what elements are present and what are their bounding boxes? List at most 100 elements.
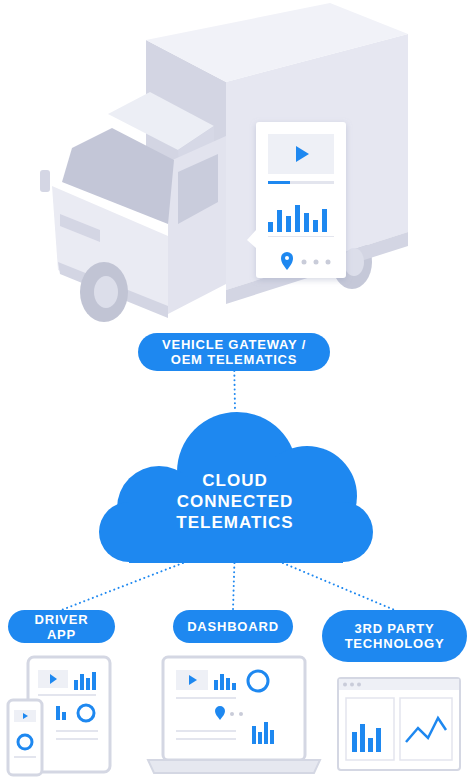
laptop-device (148, 760, 320, 773)
telemetry-card (247, 230, 256, 248)
telemetry-card (302, 260, 307, 265)
tablet-device (38, 670, 68, 688)
browser-window (338, 678, 460, 770)
dotted-connector (233, 371, 236, 408)
browser-window (350, 683, 354, 687)
browser-window (346, 698, 394, 760)
laptop-device (176, 670, 208, 690)
laptop-device (214, 680, 218, 690)
gateway-pill: VEHICLE GATEWAY / OEM TELEMATICS (138, 333, 330, 371)
telemetry-card (268, 134, 334, 174)
browser-window (357, 683, 361, 687)
telemetry-card (314, 260, 319, 265)
laptop-device (270, 730, 274, 744)
laptop-device (215, 706, 225, 720)
telemetry-card (268, 181, 290, 184)
dotted-connector (62, 563, 183, 610)
tablet-device (80, 674, 84, 690)
node-label: DRIVER APP (20, 612, 103, 642)
browser-window (338, 678, 460, 770)
third-party-pill: 3RD PARTY TECHNOLOGY (322, 610, 467, 662)
truck-body (40, 3, 408, 322)
pill-text-box: 3RD PARTY TECHNOLOGY (334, 621, 455, 651)
tablet-device (56, 738, 98, 740)
node-label: CLOUD CONNECTED TELEMATICS (160, 470, 310, 533)
pill-text-box: VEHICLE GATEWAY / OEM TELEMATICS (150, 337, 318, 367)
browser-window (339, 679, 459, 690)
cloud-shape: CLOUD CONNECTED TELEMATICS (97, 408, 373, 563)
pill-text-box: DRIVER APP (20, 612, 103, 642)
laptop-device (148, 657, 320, 773)
telemetry-card (268, 236, 334, 237)
tablet-device (50, 674, 57, 684)
phone-device (8, 700, 42, 775)
laptop-device (176, 697, 236, 699)
laptop-device (163, 657, 305, 760)
laptop-device (239, 712, 243, 716)
node-label: 3RD PARTY TECHNOLOGY (334, 621, 455, 651)
laptop-device (252, 726, 256, 744)
truck-body (40, 170, 50, 192)
telemetry-card (296, 146, 309, 162)
pill-text-box: DASHBOARD (187, 619, 279, 634)
tablet-device (92, 672, 96, 690)
cloud-text-box: CLOUD CONNECTED TELEMATICS (160, 470, 310, 533)
telemetry-card (295, 205, 300, 232)
truck-body (178, 154, 218, 224)
tablet-device (38, 694, 96, 696)
tablet-device (62, 712, 66, 720)
tablet-device (56, 730, 98, 732)
laptop-device (232, 683, 236, 690)
laptop-device (220, 674, 224, 690)
truck-body (146, 3, 408, 82)
telemetry-card (286, 216, 291, 232)
browser-window (343, 683, 347, 687)
truck-body (168, 136, 226, 314)
dotted-connector (233, 563, 234, 610)
laptop-device (176, 738, 236, 740)
browser-window (400, 698, 452, 760)
dashboard-pill: DASHBOARD (173, 610, 293, 643)
laptop-device (189, 675, 197, 685)
telemetry-card (277, 210, 282, 232)
tablet-device (78, 705, 94, 721)
phone-device (23, 713, 28, 719)
telemetry-card (268, 181, 334, 184)
browser-window (406, 718, 446, 742)
app-pill: DRIVER APP (8, 610, 115, 643)
browser-window (376, 728, 381, 752)
phone-device (14, 710, 36, 722)
telemetry-card (256, 122, 346, 278)
truck-body (60, 214, 100, 242)
phone-device (18, 735, 32, 749)
telemetry-card (326, 260, 331, 265)
truck-body (62, 128, 174, 224)
telemetry-card (304, 213, 309, 232)
node-label: VEHICLE GATEWAY / OEM TELEMATICS (150, 337, 318, 367)
truck-body (80, 262, 128, 322)
laptop-device (230, 712, 234, 716)
telemetry-card (285, 256, 289, 260)
telemetry-card (268, 222, 273, 232)
dotted-connector (283, 563, 395, 610)
tablet-device (86, 678, 90, 690)
browser-window (360, 724, 365, 752)
laptop-device (176, 730, 236, 732)
telemetry-card (322, 209, 327, 232)
telemetry-card (281, 252, 293, 270)
tablet-device (74, 680, 78, 690)
browser-window (352, 732, 357, 752)
laptop-device (226, 678, 230, 690)
laptop-device (264, 722, 268, 744)
truck-body (94, 276, 118, 308)
telemetry-card (247, 122, 346, 278)
laptop-device (248, 671, 268, 691)
node-label: DASHBOARD (187, 619, 279, 634)
phone-device (8, 700, 42, 775)
browser-window (368, 738, 373, 752)
telemetry-card (313, 220, 318, 232)
cloud-outline (129, 502, 343, 563)
